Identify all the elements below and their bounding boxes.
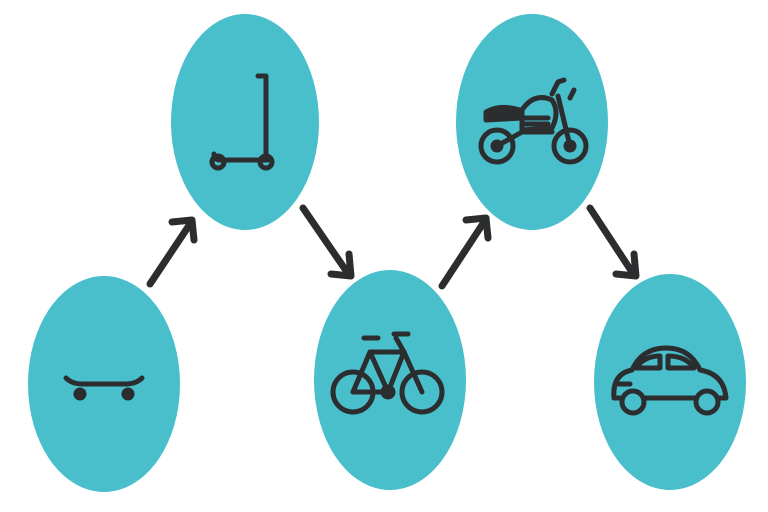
arrow-scooter-to-bicycle bbox=[299, 204, 355, 280]
node-scooter bbox=[171, 14, 319, 230]
node-skateboard bbox=[28, 276, 180, 492]
arrow-skateboard-to-scooter bbox=[146, 216, 198, 288]
arrow-motorcycle-to-car bbox=[586, 204, 640, 280]
node-bicycle bbox=[314, 270, 466, 490]
bicycle-icon bbox=[330, 331, 445, 415]
arrow-bicycle-to-motorcycle bbox=[438, 214, 492, 290]
skateboard-icon bbox=[63, 375, 145, 401]
motorcycle-icon bbox=[478, 77, 589, 165]
node-motorcycle bbox=[456, 14, 608, 230]
car-icon bbox=[611, 345, 729, 416]
kick-scooter-icon bbox=[209, 73, 275, 171]
node-car bbox=[594, 274, 746, 490]
arrows bbox=[146, 204, 640, 290]
